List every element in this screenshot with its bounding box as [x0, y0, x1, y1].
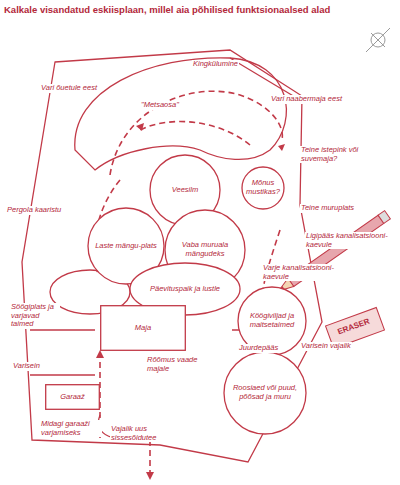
- sketch-note: Vajalik uus sissesõidutee: [110, 425, 182, 442]
- area-circle: Roosiaed või puud, põõsad ja muru: [224, 352, 306, 434]
- building-box: Maja: [100, 305, 186, 351]
- sketch-note: Teine muruplats: [300, 204, 355, 213]
- area-name: Roosiaed või puud, põõsad ja muru: [224, 382, 306, 403]
- area-name: Veesilm: [170, 184, 200, 197]
- sketch-note: Kingkülumine: [192, 60, 239, 69]
- sketch-note: Varisein: [12, 362, 41, 371]
- sketch-note: Midagi garaaži varjamiseks: [40, 420, 102, 437]
- title: Kalkale visandatud eskiisplaan, millel a…: [4, 4, 330, 15]
- area-name: Päevituspaik ja lustle: [148, 283, 222, 296]
- sketch-note: "Metsaosa": [140, 101, 180, 110]
- area-name: Vaba muruala mängudeks: [165, 239, 245, 260]
- sketch-note: Söögiplats ja varjavad taimed: [10, 303, 60, 329]
- sketch-note: Vari õuetule eest: [40, 84, 98, 93]
- area-name: Laste mängu-plats: [93, 240, 159, 253]
- sketch-note: Varisein vajalik: [300, 342, 352, 351]
- sketch-note: Varje kanalisatsiooni-kaevule: [262, 264, 339, 281]
- area-name: Köögiviljad ja maitsetaimed: [238, 310, 306, 331]
- area-name: Mõnus mustikas?: [242, 177, 284, 198]
- sketch-note: Ligipääs kanalisatsiooni-kaevule: [305, 232, 392, 249]
- sketch-note: Teine istepink või suvemaja?: [300, 146, 372, 163]
- building-box: Garaaž: [45, 384, 100, 410]
- area-name: Maja: [133, 322, 153, 335]
- area-name: Garaaž: [58, 391, 87, 404]
- area-circle: Mõnus mustikas?: [242, 167, 284, 209]
- sketch-note: Juurdepääs: [238, 344, 279, 353]
- sketch-note: Pergola kaaristu: [6, 206, 62, 215]
- sketch-note: Rõõmus vaade majale: [146, 356, 208, 373]
- sketch-note: Vari naabermaja eest: [270, 95, 343, 104]
